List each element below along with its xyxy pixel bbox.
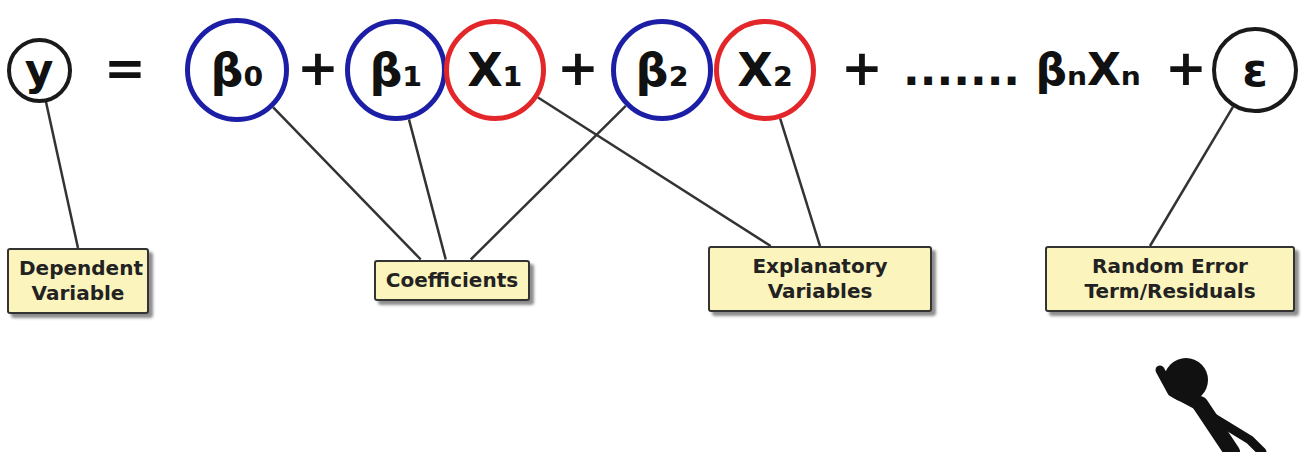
operator-text: = xyxy=(104,43,146,93)
term-circle: X₂ xyxy=(714,19,816,121)
leader-line xyxy=(780,119,820,246)
callout-box: Dependent Variable xyxy=(7,248,149,314)
term-symbol: β₂ xyxy=(635,47,688,93)
term-circle: ε xyxy=(1212,27,1298,113)
callout-text: Coefficients xyxy=(386,268,518,293)
operator-text: + xyxy=(557,43,599,93)
term-circle: β₂ xyxy=(611,19,713,121)
figure-arm xyxy=(1214,418,1262,452)
term-symbol: β₁ xyxy=(369,47,422,93)
callout-text: Dependent Variable xyxy=(19,256,137,306)
leader-line xyxy=(273,107,421,259)
callout-text: Explanatory Variables xyxy=(720,254,920,304)
term-symbol: X₁ xyxy=(467,47,523,93)
figure-arm xyxy=(1160,370,1206,410)
operator-text: + xyxy=(297,43,339,93)
term-circle: β₁ xyxy=(345,19,447,121)
leader-line xyxy=(46,102,78,248)
operator-text: ....... βₙXₙ xyxy=(903,48,1141,92)
term-symbol: X₂ xyxy=(737,47,793,93)
callout-box: Random Error Term/Residuals xyxy=(1045,246,1295,312)
term-symbol: β₀ xyxy=(210,47,263,93)
term-circle: X₁ xyxy=(444,19,546,121)
leader-line xyxy=(1150,107,1233,246)
term-symbol: y xyxy=(25,48,54,92)
term-circle: β₀ xyxy=(185,18,289,122)
term-symbol: ε xyxy=(1242,47,1268,93)
operator-text: + xyxy=(1165,43,1207,93)
leader-line xyxy=(471,106,626,260)
callout-box: Explanatory Variables xyxy=(708,246,932,312)
callout-text: Random Error Term/Residuals xyxy=(1057,254,1283,304)
leader-line xyxy=(409,119,446,259)
term-circle: y xyxy=(7,38,72,103)
callout-box: Coefficients xyxy=(374,260,530,301)
operator-text: + xyxy=(841,43,883,93)
